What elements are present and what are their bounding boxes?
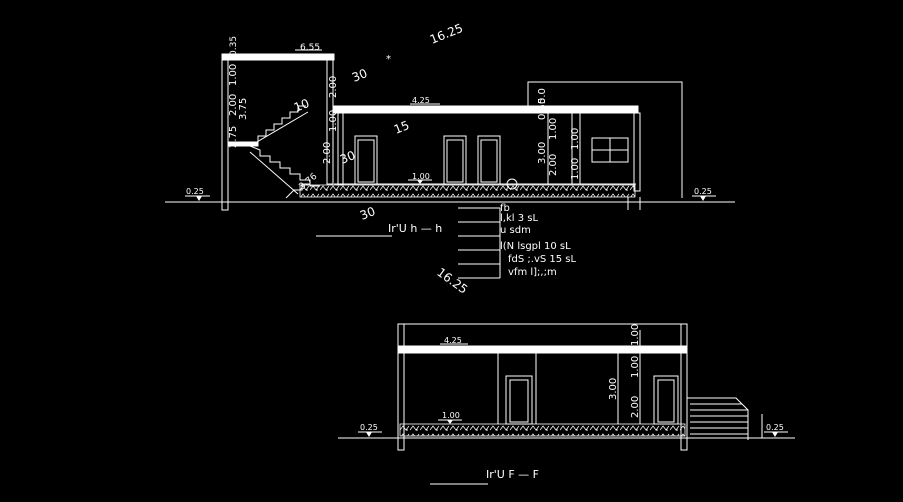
dim-floor-level-2: 1.00	[442, 411, 460, 420]
dim-right-a: 1.00	[570, 158, 581, 180]
legend-line-6: vfm l];,;m	[508, 267, 557, 278]
slope-label-3: 10	[292, 96, 311, 115]
slope-label-7: 16.25	[434, 265, 470, 297]
dim-top-v-c: 3.75	[238, 98, 249, 120]
upper-stair	[250, 105, 306, 143]
dim-ground-left-2: 0.25	[360, 423, 378, 432]
legend-leader-1	[458, 207, 501, 278]
door-3-frame	[480, 139, 498, 183]
legend-line-2: l,kl 3 sL	[500, 213, 538, 224]
lower-stair-underside	[249, 151, 299, 195]
dim-small-a: 2.00	[328, 76, 339, 98]
door-4-frame	[509, 379, 529, 423]
slope-label-2: 30	[350, 66, 369, 85]
door-1	[354, 135, 378, 185]
level-marker-left-2	[366, 432, 372, 437]
slope-label-5: 30	[338, 148, 357, 167]
dim-top-v-b: 2.00	[228, 94, 239, 116]
dim-top-width: 6.55	[300, 43, 320, 53]
legend-line-3: u sdm	[500, 225, 531, 236]
dim-door-height-3: 2.00	[630, 396, 641, 418]
section-1-title: Ir'U h — h	[388, 222, 442, 235]
lower-stair	[249, 145, 320, 187]
section-2-drawing: 4.25 1.00 0.25 0.25 3.00 2.00 1.00 1.00 …	[338, 323, 795, 485]
dim-upper-a-2: 1.00	[630, 356, 641, 378]
slope-label-6: 30	[358, 204, 377, 223]
level-marker-left	[196, 196, 202, 201]
roof-slab-2	[397, 345, 688, 354]
dim-door-height: 2.00	[322, 142, 333, 164]
door-3	[477, 135, 501, 185]
parapet-outline	[527, 81, 683, 198]
floor-slab-hatch-2	[399, 423, 686, 437]
main-roof-slab	[333, 105, 639, 114]
dim-wall-height-2: 3.00	[608, 378, 619, 400]
section-2-title: Ir'U F — F	[486, 468, 539, 481]
slope-label-1: 16.25	[428, 21, 465, 47]
dim-small-c: 5.0	[537, 88, 548, 104]
dim-ground-left: 0.25	[186, 187, 204, 196]
legend-line-1: fb	[500, 203, 510, 214]
dim-wall-height: 3.00	[537, 142, 548, 164]
left-wall-2	[397, 323, 405, 451]
dim-top-height: 0.35	[229, 36, 239, 56]
floor-slab-hatch	[299, 184, 636, 198]
door-5-frame	[657, 379, 675, 423]
legend-anchor-circle	[506, 178, 518, 190]
right-wall-2	[680, 323, 688, 451]
right-wall	[633, 112, 641, 192]
floor-level-marker	[417, 180, 423, 184]
dim-ground-right: 0.25	[694, 187, 712, 196]
dim-upper-b: 0.50	[537, 98, 548, 120]
level-marker-right-2	[772, 432, 778, 437]
dim-top-v-a: 1.00	[228, 64, 239, 86]
dim-small-b: 1.00	[328, 110, 339, 132]
dim-door-height-2: 2.00	[548, 154, 559, 176]
door-2-frame	[446, 139, 464, 183]
dim-floor-level: 1.00	[412, 172, 430, 181]
door-1-frame	[357, 139, 375, 183]
dim-upper-a: 1.00	[548, 118, 559, 140]
dim-slab-width: 4.25	[412, 96, 430, 105]
slope-label-4: 15	[392, 118, 411, 137]
top-roof-slab	[221, 53, 335, 61]
dim-slab-width-2: 4.25	[444, 336, 462, 345]
dim-ground-right-2: 0.25	[766, 423, 784, 432]
upper-stair-underside	[249, 111, 309, 147]
legend-line-4: l(N lsgpl 10 sL	[500, 241, 571, 252]
section-1-drawing: 6.55 0.35 1.00 2.00 3.75 2.75 2.00 1.00 …	[165, 21, 735, 297]
star-mark: *	[386, 54, 391, 65]
landing-slab	[227, 141, 259, 147]
dim-stair-height: 2.75	[228, 126, 239, 148]
floor-level-marker-2	[447, 420, 453, 424]
legend-line-5: fdS ;.vS 15 sL	[508, 254, 577, 265]
dim-right-b: 1.00	[570, 128, 581, 150]
level-marker-right	[700, 196, 706, 201]
door-2	[443, 135, 467, 185]
dim-upper-b-2: 1.00	[630, 324, 641, 346]
